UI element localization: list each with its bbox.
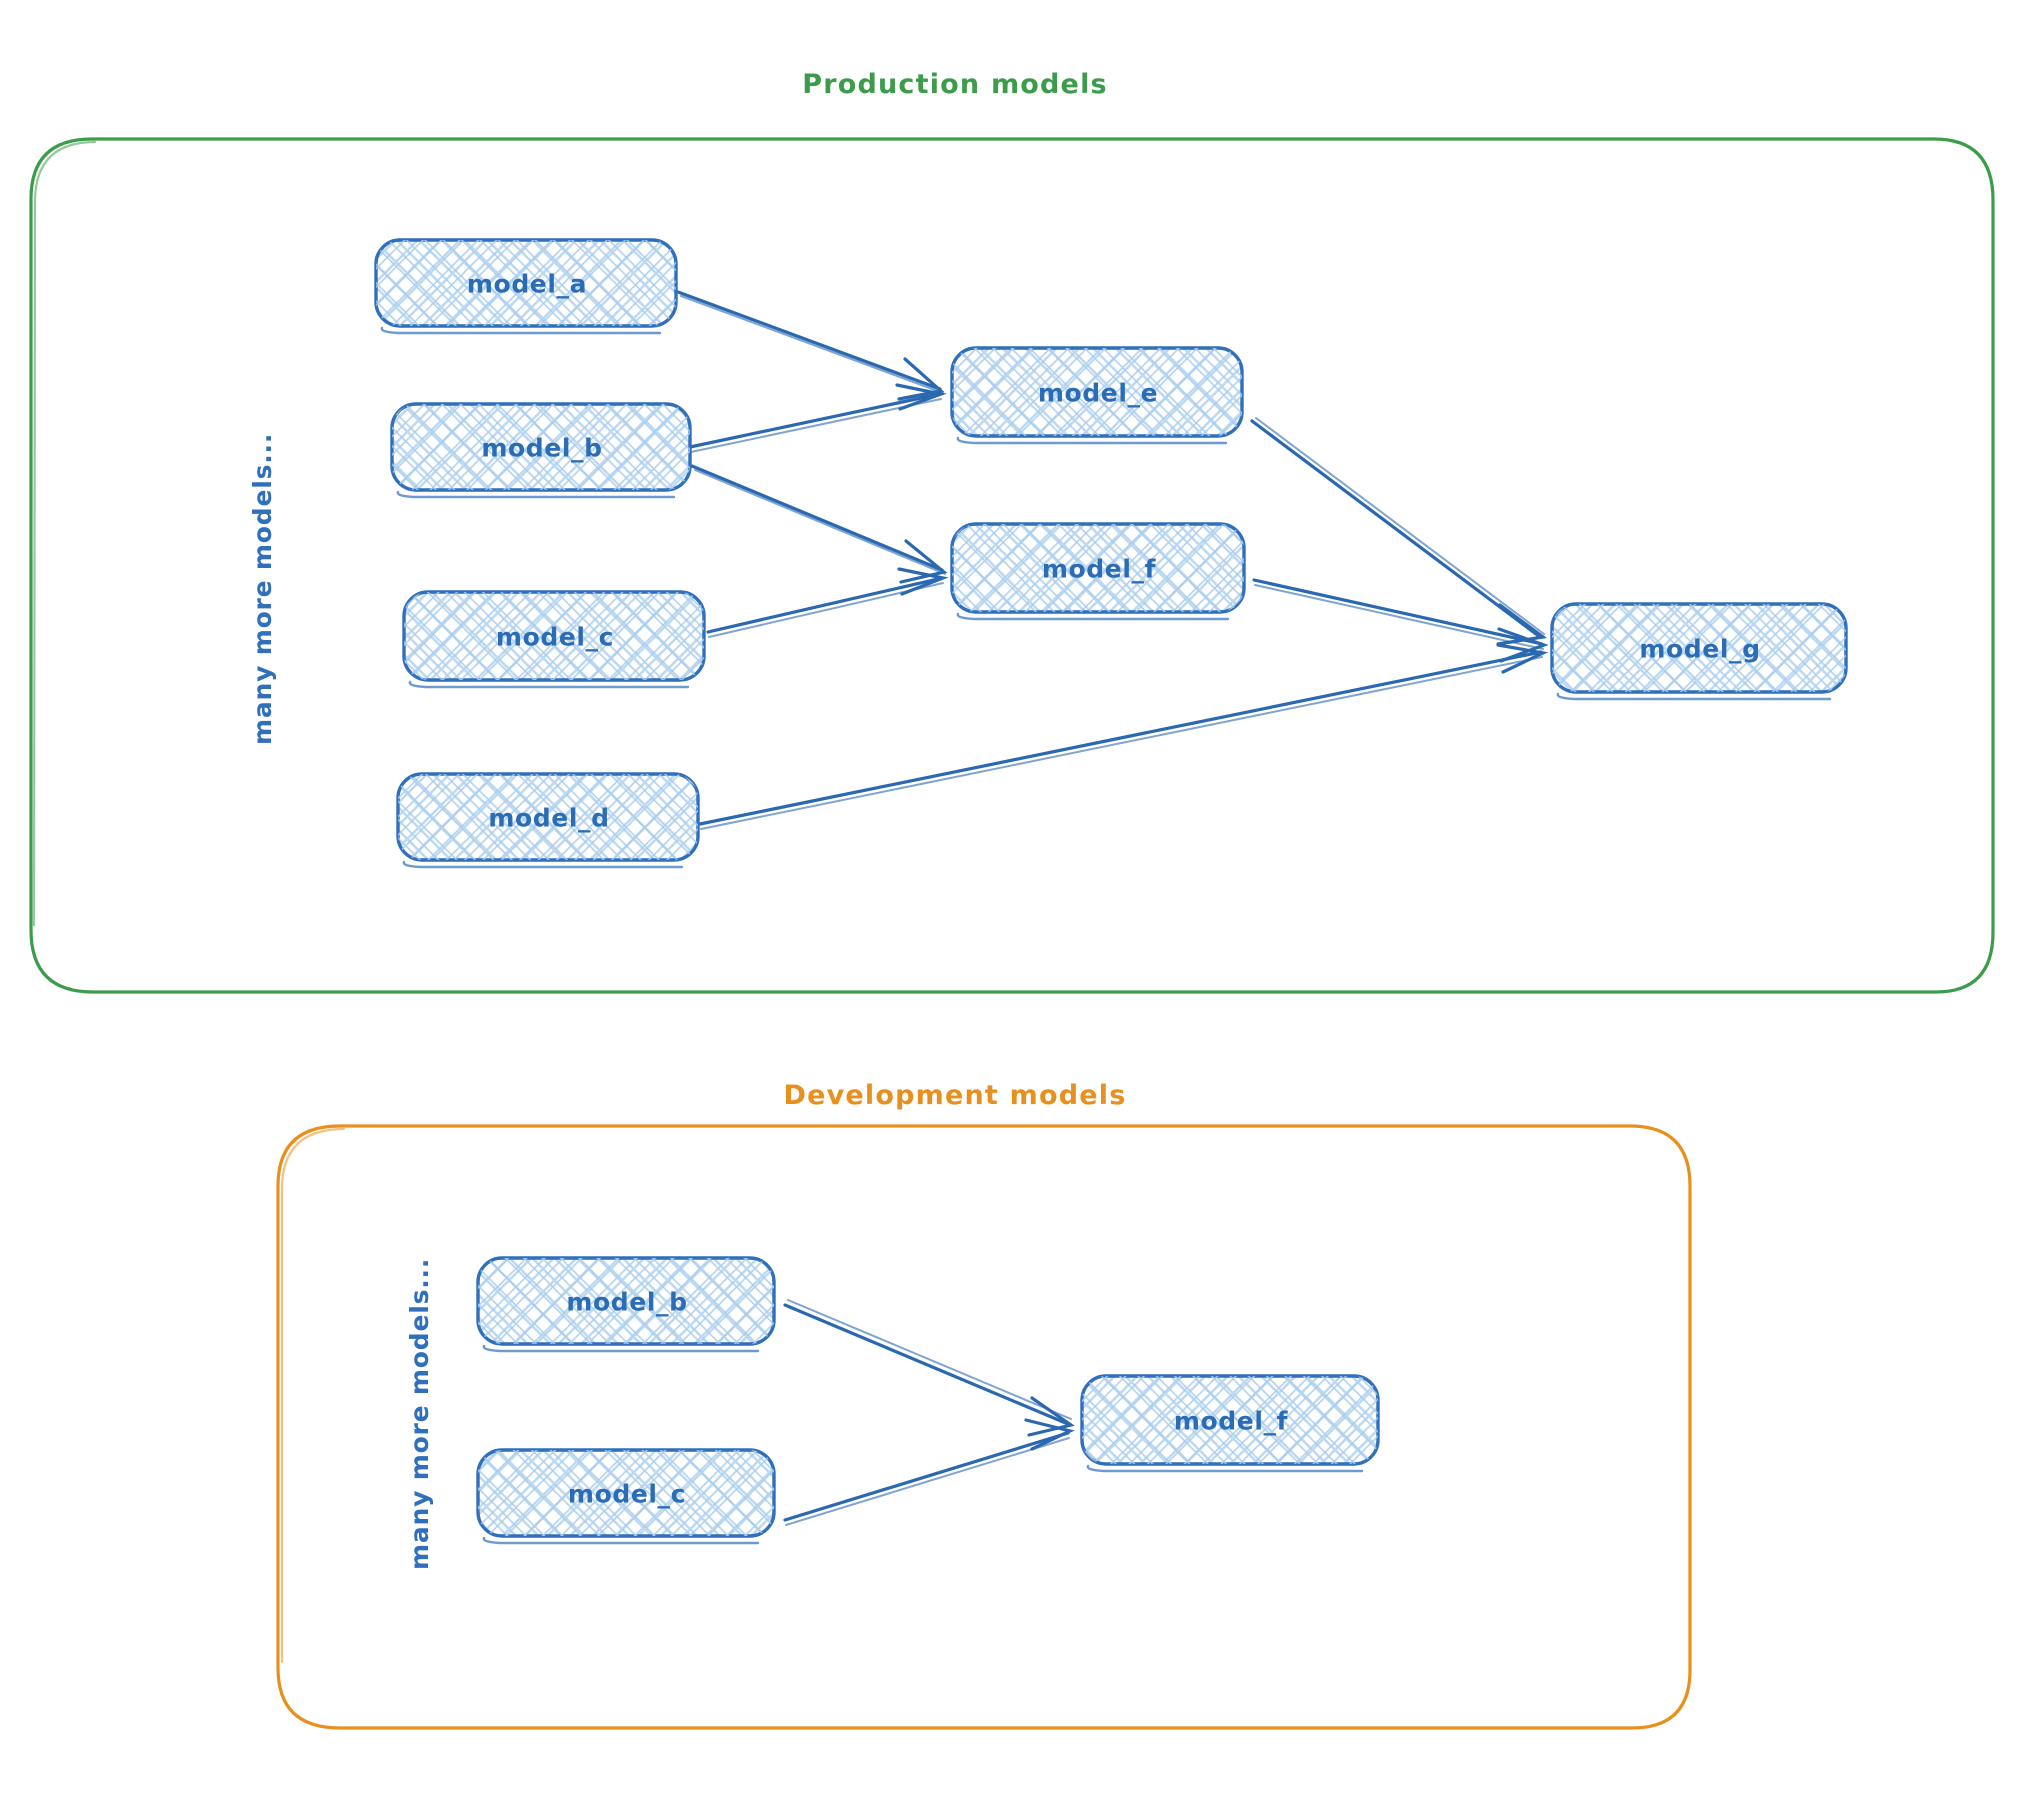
- development-side-note: many more models...: [405, 1257, 434, 1570]
- production-edges: [676, 290, 1549, 830]
- development-group-title: Development models: [783, 1080, 1127, 1111]
- node-dev-model-c-hit[interactable]: [478, 1450, 774, 1536]
- development-group-border: [276, 1124, 1692, 1730]
- edge-model-b-to-model-f: [690, 464, 948, 584]
- node-dev-model-f: [1080, 1374, 1380, 1473]
- production-group-border: [29, 137, 1995, 994]
- node-dev-model-c: [476, 1448, 776, 1545]
- node-prod-model-f: [950, 522, 1246, 621]
- node-dev-model-b-hit[interactable]: [478, 1258, 774, 1344]
- node-prod-model-b-hit[interactable]: [392, 404, 690, 490]
- edge-dev-model-b-to-model-f: [783, 1299, 1075, 1437]
- node-dev-model-b: [476, 1256, 776, 1353]
- edge-model-a-to-model-e: [676, 290, 945, 401]
- edge-dev-model-c-to-model-f: [783, 1418, 1075, 1526]
- edge-model-e-to-model-g: [1250, 417, 1548, 646]
- node-prod-model-e: [950, 346, 1244, 445]
- edge-model-f-to-model-g: [1252, 578, 1549, 663]
- node-prod-model-c-hit[interactable]: [404, 592, 704, 680]
- development-edges: [783, 1299, 1075, 1526]
- node-prod-model-b: [390, 402, 692, 499]
- node-prod-model-d-hit[interactable]: [398, 774, 698, 860]
- edge-model-c-to-model-f: [706, 567, 949, 638]
- production-nodes: [374, 238, 1848, 869]
- node-prod-model-d: [396, 772, 700, 869]
- node-dev-model-f-hit[interactable]: [1082, 1376, 1378, 1464]
- node-prod-model-g-hit[interactable]: [1552, 604, 1846, 692]
- node-prod-model-a-hit[interactable]: [376, 240, 676, 326]
- edge-model-d-to-model-g: [698, 643, 1549, 830]
- production-group-title: Production models: [802, 69, 1108, 100]
- node-prod-model-g: [1550, 602, 1848, 701]
- node-prod-model-c: [402, 590, 706, 689]
- node-prod-model-e-hit[interactable]: [952, 348, 1242, 436]
- node-prod-model-a: [374, 238, 678, 335]
- node-prod-model-f-hit[interactable]: [952, 524, 1244, 612]
- development-nodes: [476, 1256, 1380, 1545]
- production-side-note: many more models...: [248, 432, 277, 745]
- edge-model-b-to-model-e: [688, 383, 947, 453]
